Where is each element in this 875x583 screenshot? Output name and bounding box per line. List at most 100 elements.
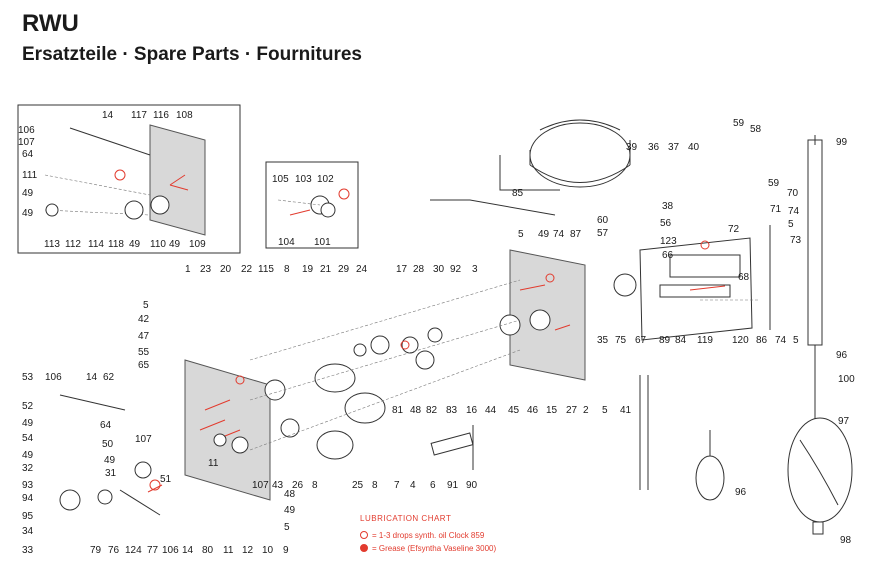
part-label: 112 bbox=[65, 239, 81, 250]
part-label: 76 bbox=[108, 545, 120, 556]
left-strike-parts bbox=[59, 394, 163, 516]
part-label: 24 bbox=[356, 264, 368, 275]
chime-drum bbox=[430, 119, 631, 216]
part-label: 14 bbox=[182, 545, 194, 556]
part-label: 58 bbox=[750, 124, 762, 135]
part-label: 111 bbox=[22, 170, 38, 181]
part-label: 17 bbox=[396, 264, 408, 275]
part-label: 33 bbox=[22, 545, 34, 556]
part-label: 40 bbox=[688, 142, 700, 153]
part-label: 59 bbox=[733, 118, 745, 129]
part-label: 68 bbox=[738, 272, 750, 283]
part-label: 90 bbox=[466, 480, 478, 491]
rear-assembly bbox=[613, 225, 771, 341]
part-label: 27 bbox=[566, 405, 578, 416]
part-label: 21 bbox=[320, 264, 332, 275]
part-label: 106 bbox=[45, 372, 62, 383]
part-label: 59 bbox=[768, 178, 780, 189]
part-label: 105 bbox=[272, 174, 289, 185]
part-label: 110 bbox=[150, 239, 166, 250]
part-label: 64 bbox=[22, 149, 34, 160]
part-label: 74 bbox=[553, 229, 565, 240]
part-label: 34 bbox=[22, 526, 34, 537]
part-label: 37 bbox=[668, 142, 680, 153]
pendulum-rod bbox=[807, 135, 823, 420]
part-label: 74 bbox=[788, 206, 800, 217]
part-label: 26 bbox=[292, 480, 304, 491]
part-label: 53 bbox=[22, 372, 34, 383]
part-label: 6 bbox=[430, 480, 436, 491]
part-label: 96 bbox=[836, 350, 848, 361]
part-label: 73 bbox=[790, 235, 802, 246]
part-label: 75 bbox=[615, 335, 627, 346]
part-label: 51 bbox=[160, 474, 172, 485]
part-label: 79 bbox=[90, 545, 102, 556]
part-label: 11 bbox=[208, 458, 219, 469]
part-label: 106 bbox=[18, 125, 35, 136]
part-label: 43 bbox=[272, 480, 284, 491]
part-label: 64 bbox=[100, 420, 112, 431]
part-label: 108 bbox=[176, 110, 193, 121]
part-label: 55 bbox=[138, 347, 150, 358]
part-label: 57 bbox=[597, 228, 609, 239]
part-label: 103 bbox=[295, 174, 312, 185]
part-label: 10 bbox=[262, 545, 274, 556]
part-label: 49 bbox=[22, 450, 34, 461]
part-label: 8 bbox=[284, 264, 290, 275]
part-label: 8 bbox=[372, 480, 378, 491]
part-label: 118 bbox=[108, 239, 124, 250]
part-label: 66 bbox=[662, 250, 674, 261]
part-label: 19 bbox=[302, 264, 314, 275]
part-label: 49 bbox=[169, 239, 181, 250]
part-label: 5 bbox=[284, 522, 290, 533]
part-label: 80 bbox=[202, 545, 214, 556]
part-label: 87 bbox=[570, 229, 582, 240]
part-label: 3 bbox=[472, 264, 478, 275]
part-label: 49 bbox=[129, 239, 141, 250]
part-label: 99 bbox=[836, 137, 848, 148]
part-label: 49 bbox=[22, 418, 34, 429]
oil-symbol-icon bbox=[360, 531, 368, 539]
part-label: 41 bbox=[620, 405, 632, 416]
part-label: 70 bbox=[787, 188, 799, 199]
part-label: 4 bbox=[410, 480, 416, 491]
part-label: 85 bbox=[512, 188, 524, 199]
inset-strike-work bbox=[17, 104, 241, 254]
part-label: 116 bbox=[153, 110, 169, 121]
part-label: 92 bbox=[450, 264, 462, 275]
part-label: 36 bbox=[648, 142, 660, 153]
part-label: 83 bbox=[446, 405, 458, 416]
part-label: 107 bbox=[18, 137, 35, 148]
part-label: 48 bbox=[410, 405, 422, 416]
part-label: 23 bbox=[200, 264, 212, 275]
part-label: 97 bbox=[838, 416, 850, 427]
part-label: 77 bbox=[147, 545, 159, 556]
part-label: 50 bbox=[102, 439, 114, 450]
part-label: 16 bbox=[466, 405, 478, 416]
part-label: 117 bbox=[131, 110, 147, 121]
lubrication-chart: LUBRICATION CHART = 1-3 drops synth. oil… bbox=[360, 514, 496, 553]
part-label: 5 bbox=[793, 335, 799, 346]
part-label: 49 bbox=[538, 229, 550, 240]
brand-title: RWU bbox=[22, 10, 79, 37]
part-label: 45 bbox=[508, 405, 520, 416]
part-label: 109 bbox=[189, 239, 206, 250]
part-label: 102 bbox=[317, 174, 334, 185]
part-label: 49 bbox=[22, 208, 34, 219]
part-label: 101 bbox=[314, 237, 331, 248]
inset-hammer-wheels bbox=[265, 161, 359, 249]
part-label: 44 bbox=[485, 405, 497, 416]
part-label: 49 bbox=[104, 455, 116, 466]
part-label: 96 bbox=[735, 487, 747, 498]
part-label: 119 bbox=[697, 335, 713, 346]
lubrication-grease: = Grease (Efsyntha Vaseline 3000) bbox=[372, 544, 496, 553]
part-label: 56 bbox=[660, 218, 672, 229]
front-plate bbox=[184, 359, 271, 501]
lubrication-oil: = 1-3 drops synth. oil Clock 859 bbox=[372, 531, 485, 540]
part-label: 52 bbox=[22, 401, 34, 412]
part-label: 49 bbox=[284, 505, 296, 516]
part-label: 81 bbox=[392, 405, 404, 416]
part-label: 38 bbox=[662, 201, 674, 212]
part-label: 107 bbox=[135, 434, 152, 445]
